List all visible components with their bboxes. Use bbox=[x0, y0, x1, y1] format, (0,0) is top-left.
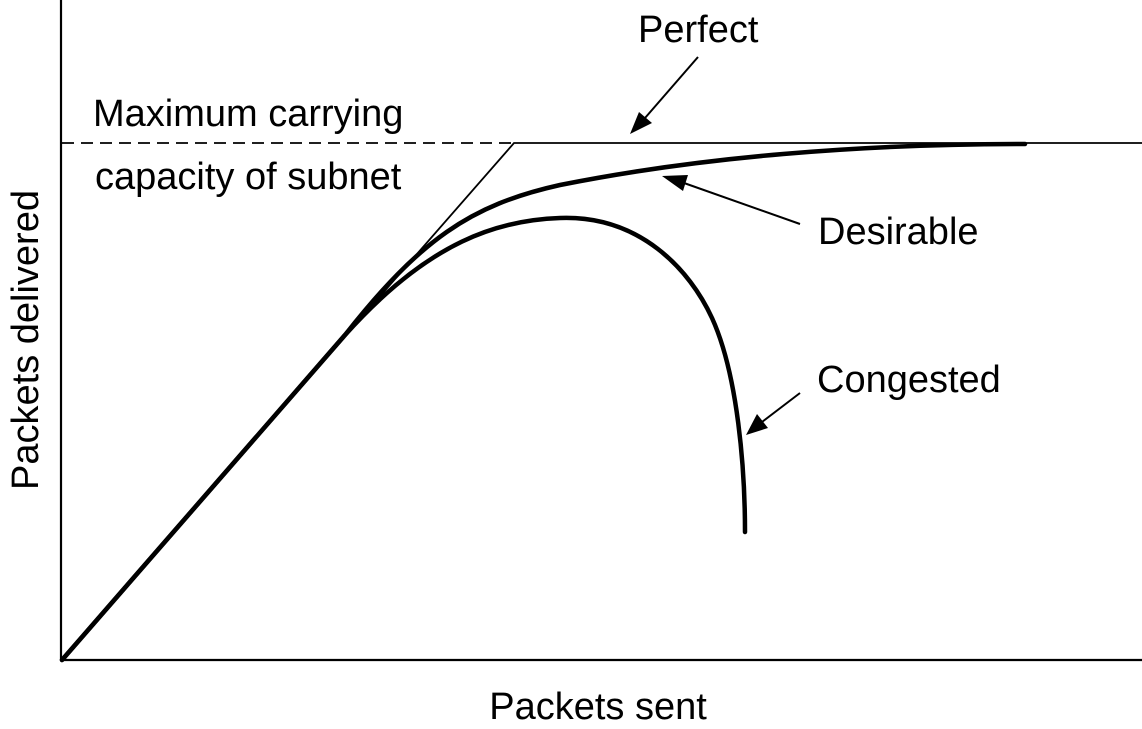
perfect-arrow bbox=[630, 56, 699, 134]
congested-curve bbox=[59, 215, 748, 663]
desirable-arrow bbox=[662, 175, 801, 225]
congested-label: Congested bbox=[817, 359, 1001, 401]
desirable-label: Desirable bbox=[818, 211, 979, 253]
x-axis-label: Packets sent bbox=[489, 686, 707, 728]
capacity-label-line1: Maximum carrying bbox=[93, 93, 403, 135]
perfect-label: Perfect bbox=[638, 9, 759, 51]
congested-arrow bbox=[746, 392, 801, 435]
capacity-label-line2: capacity of subnet bbox=[95, 156, 402, 198]
y-axis-label: Packets delivered bbox=[5, 190, 47, 490]
desirable-curve bbox=[59, 141, 1028, 663]
